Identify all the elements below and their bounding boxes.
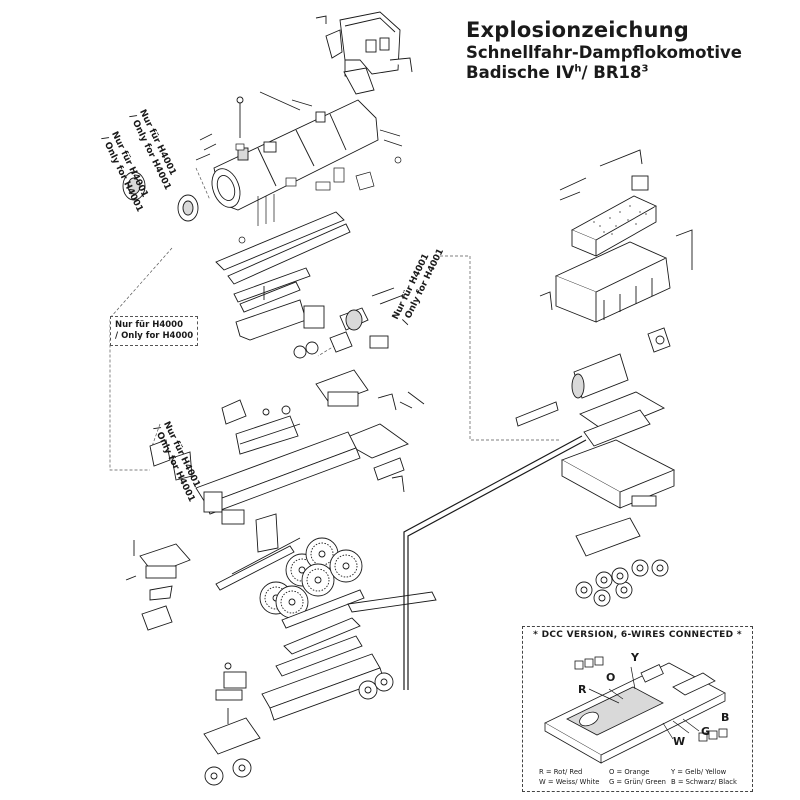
- tender-wheels: [575, 559, 669, 607]
- driving-wheels: [259, 537, 363, 619]
- dcc-pcb-drawing: [544, 656, 728, 764]
- tender-coupling-parts: [647, 327, 671, 353]
- cab-part: [339, 11, 401, 79]
- boiler-part: [211, 96, 379, 211]
- tender-wire: [403, 435, 587, 690]
- dcc-connector-bottom: [698, 728, 728, 742]
- note-h4000: Nur für H4000/ Only for H4000: [110, 316, 199, 346]
- tender-wheel: [595, 571, 613, 589]
- tender-wheel: [615, 581, 633, 599]
- frame-plates: [215, 211, 351, 359]
- subtitle-line-3: Badische IVh/ BR183: [466, 63, 649, 82]
- motor-part: [329, 287, 407, 353]
- smokebox-door-part: [122, 171, 199, 222]
- wire-letter-r: R: [578, 683, 587, 696]
- tender-motor: [515, 353, 629, 427]
- tender-wheel: [631, 559, 649, 577]
- subtitle-line-2: Schnellfahr-Dampflokomotive: [466, 43, 742, 62]
- tender-body: [539, 229, 693, 323]
- dcc-connector-top: [574, 656, 604, 670]
- wire-letter-b: B: [721, 711, 730, 724]
- driving-wheel: [329, 549, 363, 583]
- legend-yellow: Y = Gelb/ Yellow: [671, 768, 727, 776]
- tender-wheel: [611, 567, 629, 585]
- legend-red: R = Rot/ Red: [539, 768, 583, 776]
- wire-letter-g: G: [701, 725, 711, 738]
- title-block: Explosionzeichung Schnellfahr-Dampflokom…: [466, 18, 742, 82]
- tender-wheel: [593, 589, 611, 607]
- tender-wheel: [651, 559, 669, 577]
- trailing-truck: [203, 662, 261, 786]
- chassis-frame: [195, 399, 361, 553]
- boiler-small-parts: [195, 91, 403, 244]
- legend-white: W = Weiss/ White: [539, 778, 600, 786]
- front-bogie: [125, 540, 191, 631]
- legend-black: B = Schwarz/ Black: [671, 778, 737, 786]
- driving-wheel: [275, 585, 309, 619]
- legend-orange: O = Orange: [609, 768, 650, 776]
- tender-chassis: [560, 391, 676, 557]
- wire-letter-w: W: [673, 735, 686, 748]
- driving-wheel: [301, 563, 335, 597]
- page-title: Explosionzeichung: [466, 18, 690, 42]
- dcc-title: * DCC VERSION, 6-WIRES CONNECTED *: [533, 630, 742, 640]
- valve-gear-rods: [215, 537, 365, 629]
- dcc-inset: * DCC VERSION, 6-WIRES CONNECTED * R O Y…: [522, 626, 753, 792]
- wire-letter-o: O: [606, 671, 616, 684]
- wire-letter-y: Y: [631, 651, 639, 664]
- chassis-top-parts: [315, 369, 425, 493]
- tender-top-parts: [559, 149, 649, 201]
- tender-coal-bunker: [570, 195, 657, 257]
- legend-green: G = Grün/ Green: [609, 778, 666, 786]
- tender-wheel: [575, 581, 593, 599]
- cab-small-parts: [315, 15, 413, 95]
- lower-chassis: [261, 591, 437, 721]
- h4001-bracket-parts: [149, 439, 193, 481]
